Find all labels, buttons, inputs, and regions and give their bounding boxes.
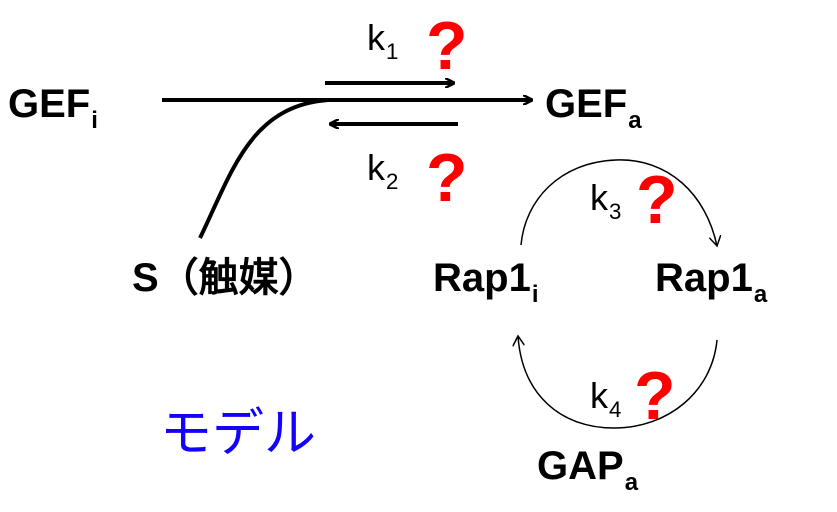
- rate-k4-base: k: [590, 375, 608, 416]
- rate-k1-unknown-mark: ?: [426, 8, 468, 84]
- rate-k4-unknown-mark: ?: [634, 358, 676, 434]
- rate-k3-label: k3: [590, 177, 621, 223]
- rap1-inactive-label: Rap1i: [433, 256, 538, 306]
- rate-k2-label: k2: [367, 147, 398, 193]
- rate-k4-sub: 4: [609, 396, 622, 422]
- model-caption: モデル: [160, 404, 317, 464]
- gef-active-sub: a: [628, 106, 642, 134]
- rap1-activation-arc: [520, 159, 717, 246]
- rap1-inactive-sub: i: [531, 280, 539, 308]
- rate-k3-sub: 3: [609, 198, 622, 224]
- rap1-inactive-base: Rap1: [433, 256, 531, 300]
- rap1-active-sub: a: [753, 280, 768, 308]
- rate-k1-label: k1: [367, 17, 398, 63]
- rate-k1-sub: 1: [386, 38, 399, 64]
- rate-k4-label: k4: [590, 375, 621, 421]
- rap1-active-label: Rap1a: [655, 256, 767, 306]
- rate-k3-base: k: [590, 177, 608, 218]
- rate-k3-unknown-mark: ?: [636, 162, 678, 238]
- rate-k2-unknown-mark: ?: [426, 140, 468, 216]
- rate-k2-base: k: [367, 147, 385, 188]
- rate-k2-sub: 2: [386, 168, 399, 194]
- rap1-deactivation-arc: [518, 336, 718, 429]
- gap-active-sub: a: [624, 468, 639, 496]
- gef-active-base: GEF: [545, 82, 628, 126]
- gef-inactive-label: GEFi: [8, 82, 98, 132]
- rap1-active-base: Rap1: [655, 256, 753, 300]
- gap-active-base: GAP: [537, 444, 624, 488]
- rate-k1-base: k: [367, 17, 385, 58]
- gef-inactive-sub: i: [91, 106, 98, 134]
- gef-inactive-base: GEF: [8, 82, 91, 126]
- gef-active-label: GEFa: [545, 82, 642, 132]
- catalyst-label: S（触媒）: [132, 256, 319, 300]
- catalyst-curve: [198, 98, 329, 239]
- gap-active-label: GAPa: [537, 444, 638, 494]
